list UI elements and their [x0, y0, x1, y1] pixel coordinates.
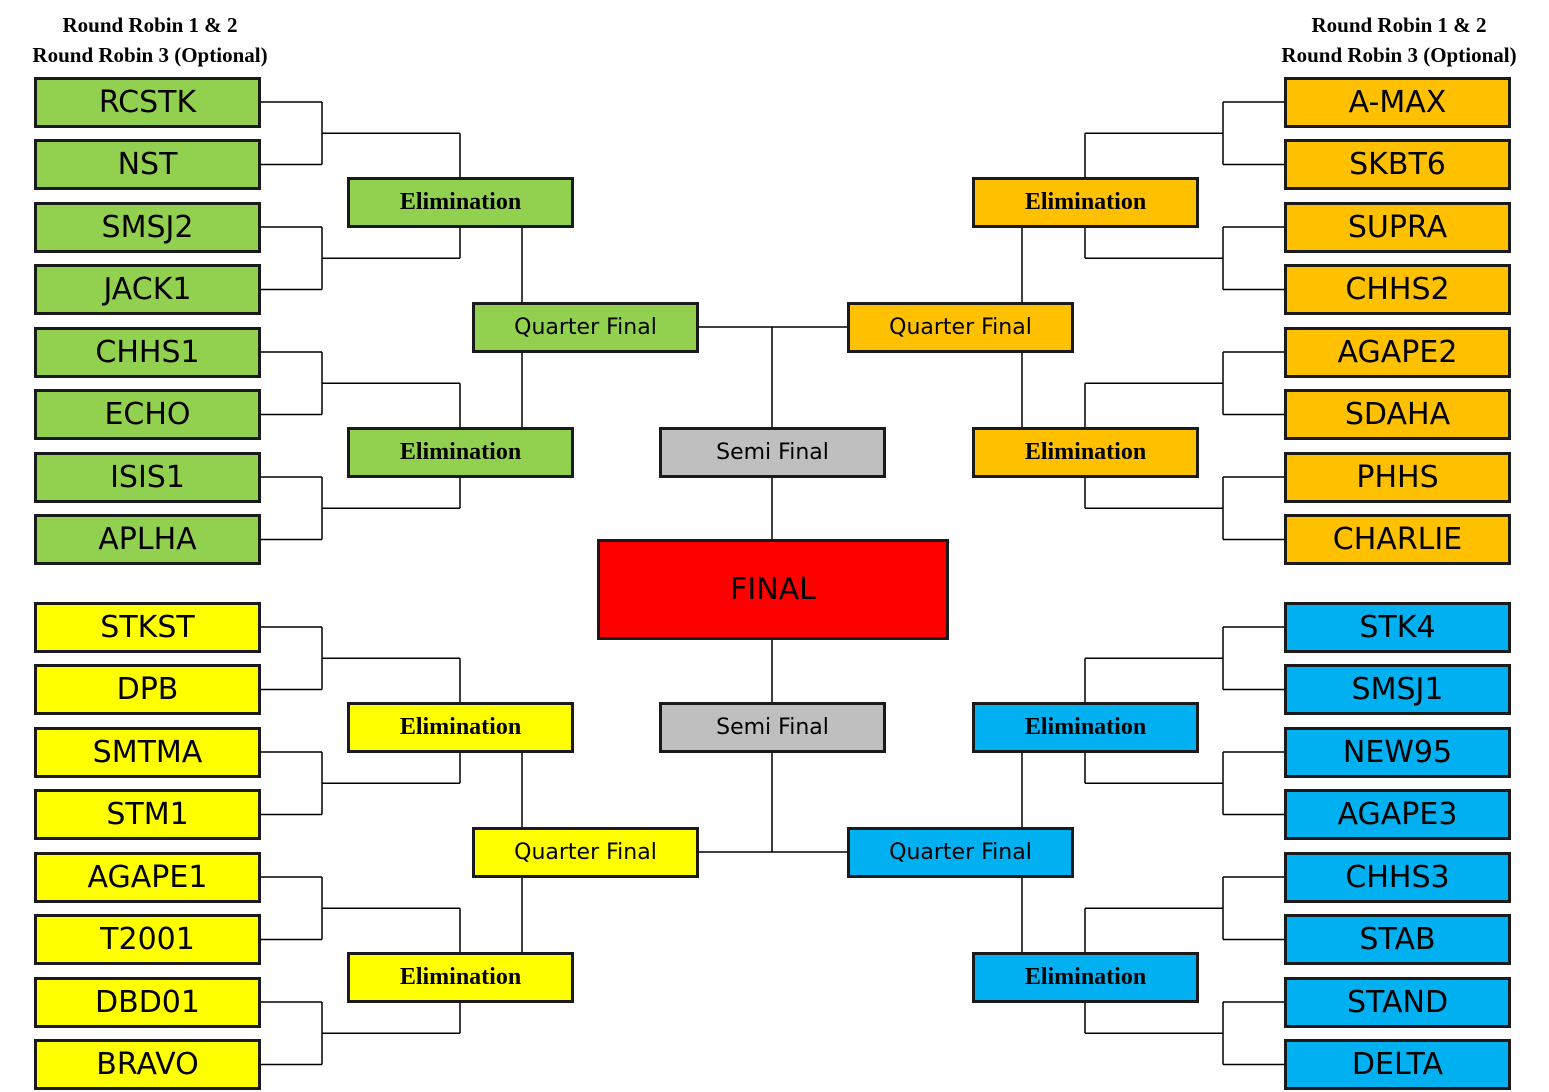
team-box: AGAPE1 — [34, 852, 261, 903]
team-box: SMSJ1 — [1284, 664, 1511, 715]
right-header-line1: Round Robin 1 & 2 — [1311, 13, 1487, 37]
semi-final-top-box: Semi Final — [659, 427, 886, 478]
team-box: STM1 — [34, 789, 261, 840]
quarter-final-box: Quarter Final — [472, 302, 699, 353]
team-box: DELTA — [1284, 1039, 1511, 1090]
team-box: SUPRA — [1284, 202, 1511, 253]
team-box: ECHO — [34, 389, 261, 440]
team-box: AGAPE3 — [1284, 789, 1511, 840]
right-header-line2: Round Robin 3 (Optional) — [1281, 43, 1517, 67]
elimination-box: Elimination — [347, 427, 574, 478]
team-box: RCSTK — [34, 77, 261, 128]
team-box: CHHS1 — [34, 327, 261, 378]
quarter-final-box: Quarter Final — [847, 302, 1074, 353]
team-box: CHARLIE — [1284, 514, 1511, 565]
elimination-box: Elimination — [972, 702, 1199, 753]
right-header: Round Robin 1 & 2 Round Robin 3 (Optiona… — [1249, 10, 1549, 70]
team-box: DPB — [34, 664, 261, 715]
team-box: JACK1 — [34, 264, 261, 315]
elimination-box: Elimination — [972, 177, 1199, 228]
elimination-box: Elimination — [347, 177, 574, 228]
team-box: NEW95 — [1284, 727, 1511, 778]
team-box: A-MAX — [1284, 77, 1511, 128]
team-box: SKBT6 — [1284, 139, 1511, 190]
team-box: CHHS3 — [1284, 852, 1511, 903]
team-box: BRAVO — [34, 1039, 261, 1090]
team-box: CHHS2 — [1284, 264, 1511, 315]
team-box: STAND — [1284, 977, 1511, 1028]
quarter-final-box: Quarter Final — [847, 827, 1074, 878]
team-box: PHHS — [1284, 452, 1511, 503]
team-box: SMTMA — [34, 727, 261, 778]
team-box: APLHA — [34, 514, 261, 565]
team-box: NST — [34, 139, 261, 190]
left-header: Round Robin 1 & 2 Round Robin 3 (Optiona… — [0, 10, 300, 70]
team-box: SMSJ2 — [34, 202, 261, 253]
team-box: DBD01 — [34, 977, 261, 1028]
left-header-line2: Round Robin 3 (Optional) — [32, 43, 268, 67]
semi-final-bottom-box: Semi Final — [659, 702, 886, 753]
elimination-box: Elimination — [347, 702, 574, 753]
team-box: AGAPE2 — [1284, 327, 1511, 378]
team-box: T2001 — [34, 914, 261, 965]
team-box: SDAHA — [1284, 389, 1511, 440]
team-box: STK4 — [1284, 602, 1511, 653]
elimination-box: Elimination — [972, 952, 1199, 1003]
team-box: STKST — [34, 602, 261, 653]
quarter-final-box: Quarter Final — [472, 827, 699, 878]
left-header-line1: Round Robin 1 & 2 — [62, 13, 238, 37]
final-box: FINAL — [597, 539, 949, 640]
team-box: STAB — [1284, 914, 1511, 965]
team-box: ISIS1 — [34, 452, 261, 503]
elimination-box: Elimination — [972, 427, 1199, 478]
elimination-box: Elimination — [347, 952, 574, 1003]
